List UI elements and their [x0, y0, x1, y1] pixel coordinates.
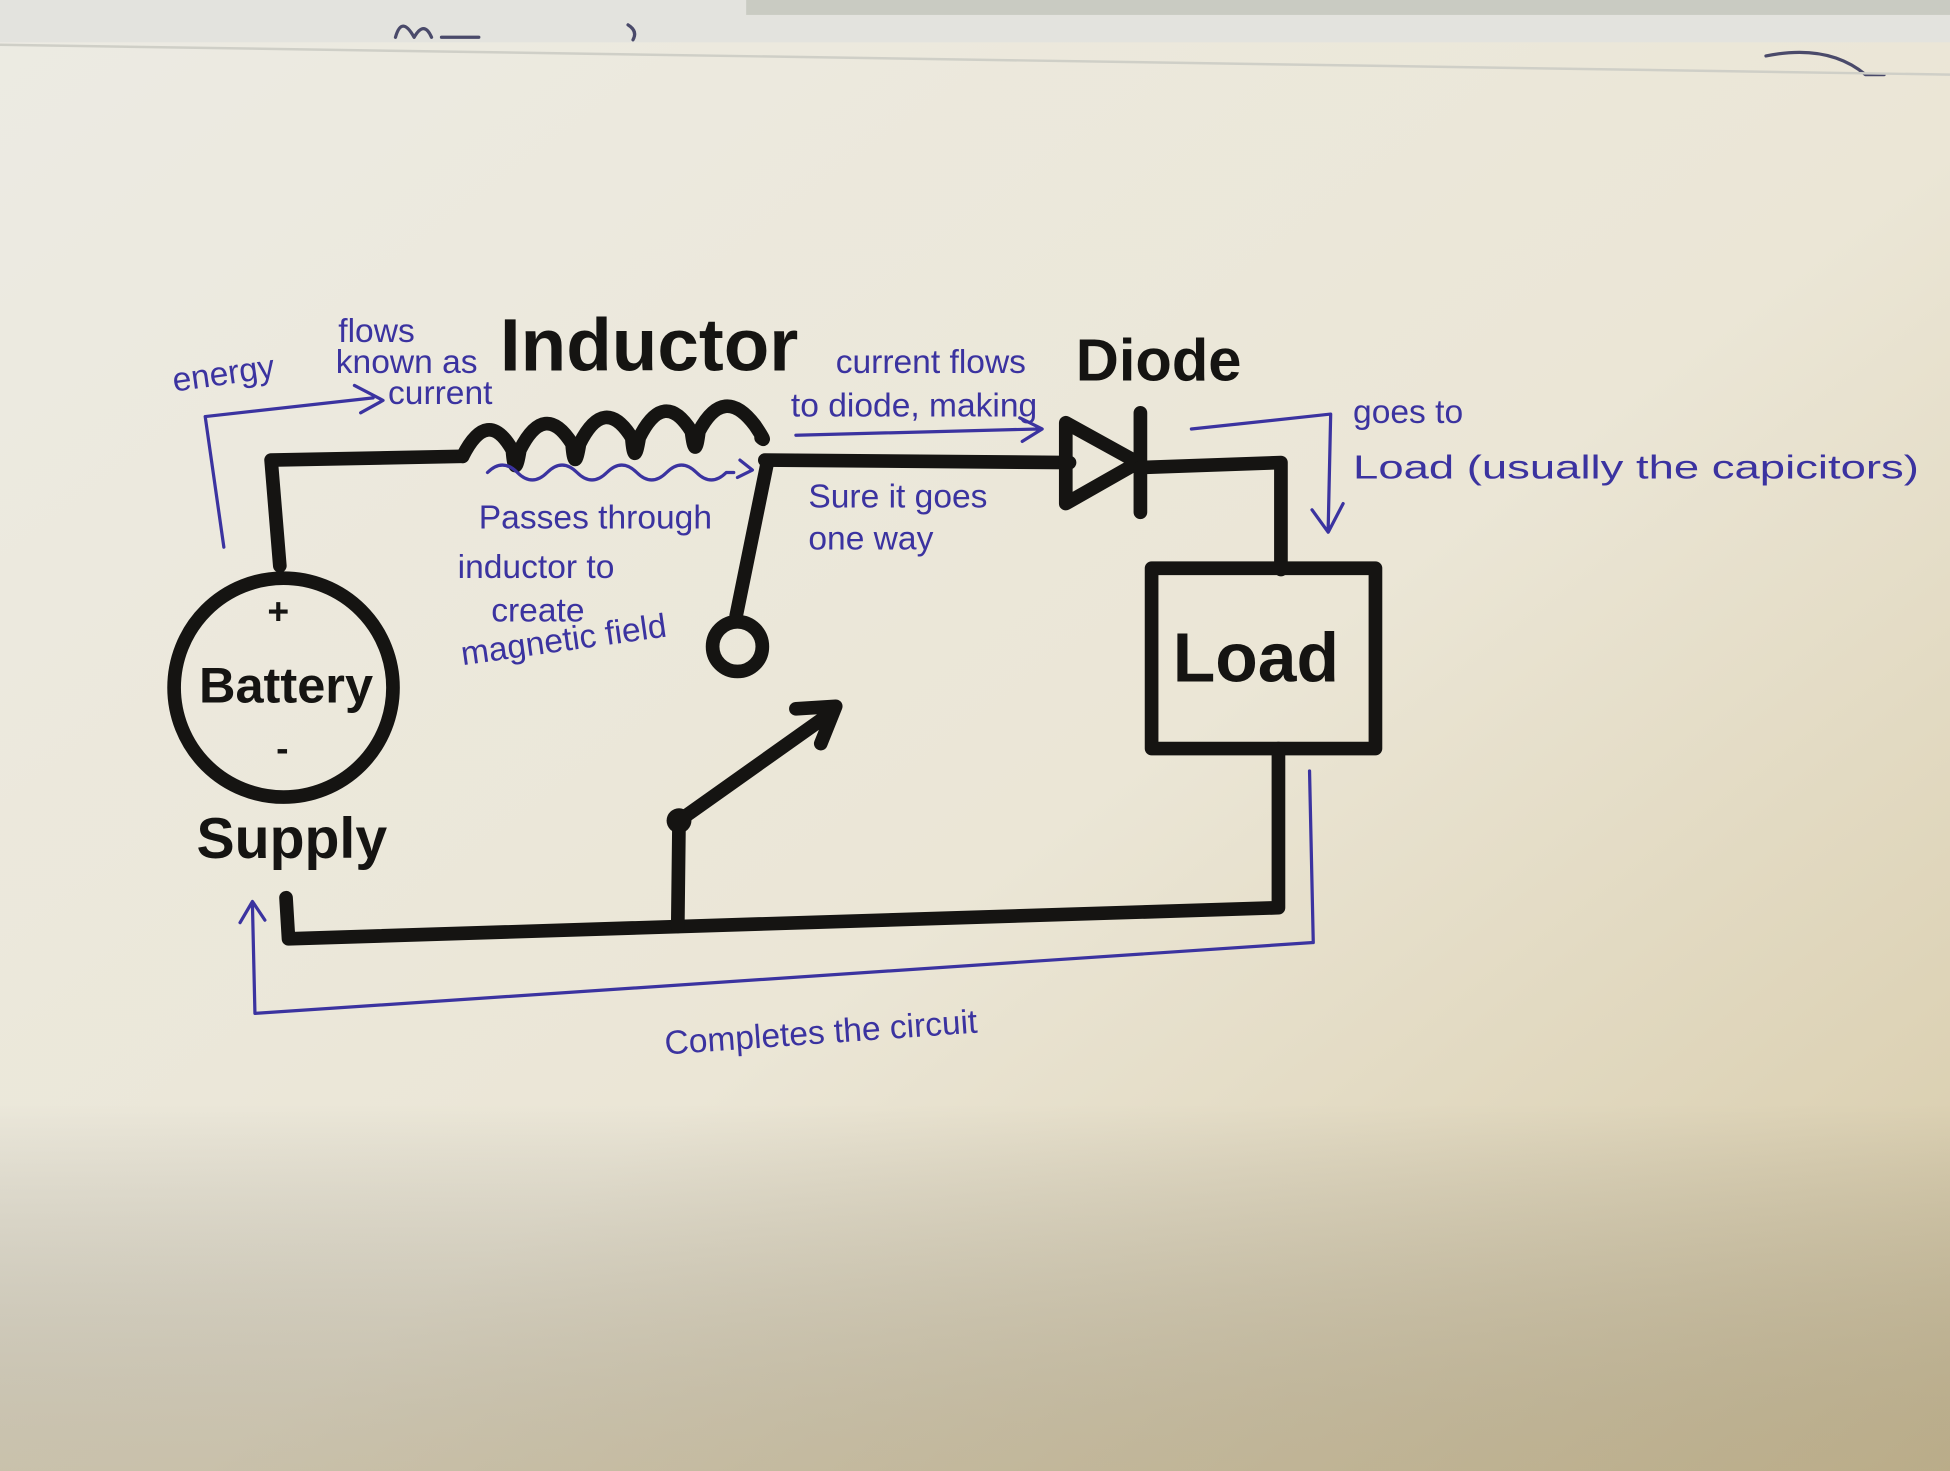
flows-note: flows: [338, 313, 414, 350]
field-wave: [485, 458, 755, 482]
goes-to-note-1: goes to: [1353, 394, 1463, 431]
inductor-label: Inductor: [500, 303, 798, 387]
switch-terminal-wire: [729, 455, 775, 623]
sure-note-2: one way: [808, 521, 933, 558]
passes-note-3: create: [491, 593, 584, 630]
switch-pivot: [666, 808, 692, 834]
battery-plus: +: [267, 590, 289, 632]
load-box: [1144, 561, 1383, 756]
page-edge-line: [0, 43, 1950, 76]
current-flows-note-2: to diode, making: [791, 388, 1037, 425]
battery-circle: [167, 571, 400, 804]
supply-label: Supply: [196, 807, 387, 871]
goes-to-note-2: Load (usually the capicitors): [1353, 450, 1919, 487]
load-label: Load: [1173, 618, 1339, 696]
diode-label: Diode: [1076, 326, 1242, 393]
top-strip: [746, 0, 1950, 15]
top-page-scribble: [393, 23, 1886, 77]
sure-note-1: Sure it goes: [808, 478, 987, 515]
known-as-note: known as: [336, 344, 478, 381]
current-note: current: [388, 375, 493, 412]
inductor-coil: [455, 399, 770, 473]
annotation-arrows: [203, 383, 1345, 1016]
circuit-wires: [167, 399, 1383, 946]
passes-note-1: Passes through: [479, 499, 712, 536]
passes-note-2: inductor to: [458, 549, 615, 586]
battery-minus: -: [276, 727, 288, 769]
current-flows-note-1: current flows: [836, 344, 1026, 381]
switch-terminal: [705, 614, 770, 679]
battery-label: Battery: [199, 658, 373, 714]
